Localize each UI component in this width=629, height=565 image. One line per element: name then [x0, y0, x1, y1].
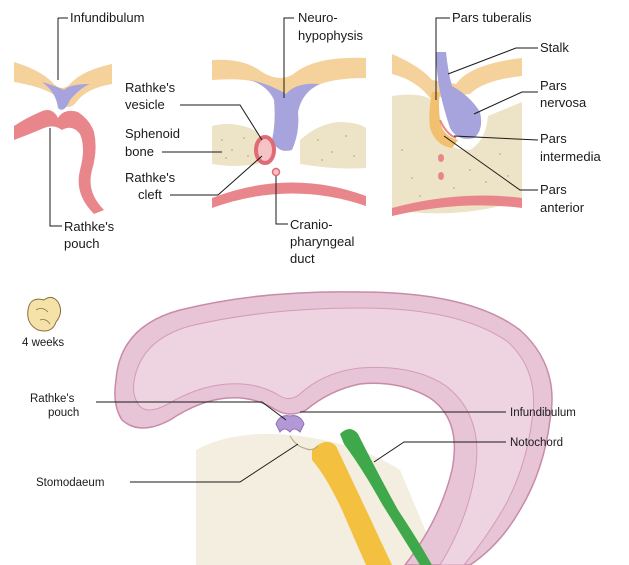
label-pars-tuberalis: Pars tuberalis: [452, 10, 532, 25]
label-rathkes-pouch-emb-a: Rathke's: [30, 393, 75, 405]
label-pars-anterior-b: anterior: [540, 200, 585, 215]
label-infundibulum-emb: Infundibulum: [510, 407, 576, 419]
label-age: 4 weeks: [22, 337, 64, 349]
cleft-remnant-1: [438, 154, 444, 162]
infundibulum-bud: [42, 82, 90, 110]
embryo-4-weeks: 4 weeks Rathke's pouch Infundibulum Noto…: [22, 292, 576, 565]
label-infundibulum-1: Infundibulum: [70, 10, 144, 25]
label-pars-anterior-a: Pars: [540, 182, 567, 197]
label-neurohypophysis-a: Neuro-: [298, 10, 338, 25]
panel-2-vesicle-stage: Neuro- hypophysis Rathke's vesicle Sphen…: [125, 10, 366, 266]
label-cranio-a: Cranio-: [290, 217, 333, 232]
cleft-remnant-2: [438, 172, 444, 180]
label-sphenoid-a: Sphenoid: [125, 126, 180, 141]
label-neurohypophysis-b: hypophysis: [298, 28, 364, 43]
label-rathkes-pouch-1a: Rathke's: [64, 219, 115, 234]
craniopharyngeal-duct-remnant: [273, 169, 280, 176]
label-notochord: Notochord: [510, 437, 563, 449]
embryo-icon: [28, 297, 61, 331]
oral-roof-2: [212, 182, 366, 208]
label-rathkes-pouch-emb-b: pouch: [48, 407, 79, 419]
rathkes-pouch-shape: [14, 110, 104, 214]
label-pars-nervosa-a: Pars: [540, 78, 567, 93]
label-rathkes-cleft-a: Rathke's: [125, 170, 176, 185]
label-stalk: Stalk: [540, 40, 569, 55]
label-stomodaeum: Stomodaeum: [36, 477, 104, 489]
rathkes-pouch-embryo: [276, 416, 304, 432]
label-pars-nervosa-b: nervosa: [540, 95, 587, 110]
label-pars-intermedia-b: intermedia: [540, 149, 601, 164]
label-rathkes-cleft-b: cleft: [138, 187, 162, 202]
sphenoid-bone-left: [212, 124, 262, 166]
label-sphenoid-b: bone: [125, 144, 154, 159]
label-cranio-b: pharyngeal: [290, 234, 354, 249]
sphenoid-bone-right: [300, 122, 366, 169]
panel-3-mature-stage: Pars tuberalis Stalk Pars nervosa Pars i…: [392, 10, 601, 216]
label-rathkes-vesicle-a: Rathke's: [125, 80, 176, 95]
label-pars-intermedia-a: Pars: [540, 131, 567, 146]
rathkes-pouch-leader-1: [50, 128, 62, 226]
label-rathkes-pouch-1b: pouch: [64, 236, 99, 251]
label-rathkes-vesicle-b: vesicle: [125, 97, 165, 112]
label-cranio-c: duct: [290, 251, 315, 266]
